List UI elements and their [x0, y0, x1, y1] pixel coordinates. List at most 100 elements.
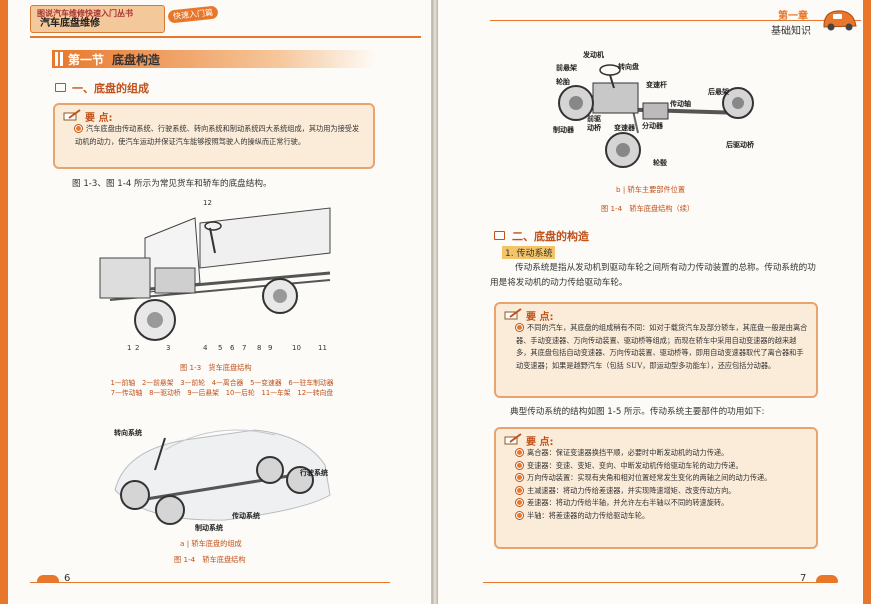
label-front-suspension: 前悬架 [556, 64, 577, 72]
truck-label-1: 1 [127, 344, 132, 352]
list-item: 差速器：将动力传给半轴，并允许左右半轴以不同的转速旋转。 [516, 497, 808, 510]
truck-label-8: 8 [257, 344, 262, 352]
book-title: 汽车底盘维修 [40, 18, 100, 29]
chapter-title: 第一章 [778, 11, 808, 22]
series-tag: 快速入门篇 [167, 5, 219, 24]
note-text: 不同的汽车，其底盘的组成稍有不同：如对于载货汽车及部分轿车，其底盘一般是由离合器… [504, 322, 808, 372]
label-transmission: 变速器 [614, 124, 635, 132]
note-title: 要 点: [504, 308, 808, 323]
cartoon-car-icon [823, 10, 857, 31]
label-steering-wheel: 转向盘 [618, 63, 639, 71]
bullet-icon [516, 324, 523, 331]
heading-icon [494, 231, 505, 240]
intro-paragraph: 图 1-3、图 1-4 所示为常见货车和轿车的底盘结构。 [72, 179, 272, 189]
car-chassis-illustration [114, 429, 331, 525]
right-page: 第一章 基础知识 发动机 前悬架 转向盘 轮胎 变速杆 传动轴 后悬架 制动器 … [438, 0, 871, 604]
label-shift-lever: 变速杆 [646, 81, 667, 89]
components-subcaption: b | 轿车主要部件位置 [616, 185, 686, 194]
truck-label-9: 9 [268, 344, 273, 352]
footer-rule [30, 582, 390, 583]
right-edge-stripe [863, 0, 871, 604]
truck-legend-line2: 7—传动轴 8—驱动桥 9—后悬架 10—后轮 11—车架 12—转向盘 [110, 389, 334, 397]
truck-label-4: 4 [203, 344, 208, 352]
header-rule [30, 36, 421, 38]
left-edge-stripe [0, 0, 8, 604]
list-item: 主减速器：将动力传给差速器，并实现降速增矩、改变传动方向。 [516, 485, 808, 498]
label-hub: 轮毂 [653, 159, 667, 167]
note-text-body: 汽车底盘由传动系统、行驶系统、转向系统和制动系统四大系统组成，其功用为接受发动机… [75, 124, 360, 146]
footer-rule [483, 582, 833, 583]
label-transfer-case: 分动器 [642, 122, 663, 130]
heading-composition: 一、底盘的组成 [72, 82, 149, 95]
label-front-drive-axle: 前驱动桥 [587, 115, 601, 132]
bullet-icon [516, 499, 523, 506]
list-item-text: 半轴：将差速器的动力传给驱动车轮。 [527, 510, 650, 520]
note-title-text: 要 点: [85, 113, 113, 124]
list-item: 变速器：变速、变矩、变向、中断发动机传给驱动车轮的动力传递。 [516, 460, 808, 473]
bullet-icon [516, 449, 523, 456]
truck-label-3: 3 [166, 344, 171, 352]
list-item-text: 万向传动装置：实现有夹角和相对位置经常发生变化的两轴之间的动力传递。 [527, 473, 772, 482]
bullet-icon [516, 486, 523, 494]
note-list: 离合器：保证变速器换挡平顺，必要时中断发动机的动力传递。 变速器：变速、变矩、变… [504, 447, 808, 522]
footer-car-icon [37, 575, 59, 583]
truck-chassis-illustration [85, 198, 355, 348]
truck-label-10: 10 [292, 344, 301, 352]
label-rear-drive-axle: 后驱动桥 [726, 141, 754, 149]
truck-label-7: 7 [242, 344, 247, 352]
note-title: 要 点: [504, 433, 808, 448]
car-subcaption: a | 轿车底盘的组成 [180, 539, 242, 548]
note-title-text: 要 点: [526, 437, 554, 448]
list-item-text: 主减速器：将动力传给差速器，并实现降速增矩、改变传动方向。 [527, 485, 736, 495]
truck-legend-line1: 1—前轴 2—前悬架 3—前轮 4—离合器 5—变速器 6—驻车制动器 [110, 379, 334, 387]
book-gutter [432, 0, 438, 604]
car-caption: 图 1-4 轿车底盘结构 [174, 555, 246, 564]
series-name: 图说汽车维修快速入门丛书 [37, 9, 133, 18]
car-components-illustration [558, 64, 754, 168]
pen-note-icon [504, 308, 522, 320]
subheading-transmission: 1. 传动系统 [502, 246, 556, 259]
components-caption: 图 1-4 轿车底盘结构（续） [601, 204, 695, 213]
list-item: 半轴：将差速器的动力传给驱动车轮。 [516, 510, 808, 523]
label-braking-system: 制动系统 [195, 524, 223, 532]
left-page: 图说汽车维修快速入门丛书 汽车底盘维修 快速入门篇 第一节 底盘构造 一、底盘的… [0, 0, 432, 604]
page-number-right: 7 [800, 573, 807, 584]
section-mark [55, 52, 58, 66]
bullet-icon [75, 125, 82, 132]
label-wheel: 轮胎 [556, 78, 570, 86]
page-number-left: 6 [64, 573, 71, 584]
section-bar [52, 50, 376, 68]
transmission-paragraph: 传动系统是指从发动机到驱动车轮之间所有动力传动装置的总称。传动系统的功用是将发动… [490, 263, 816, 288]
note-box-2: 要 点: 离合器：保证变速器换挡平顺，必要时中断发动机的动力传递。 变速器：变速… [494, 427, 818, 549]
label-brake: 制动器 [553, 126, 574, 134]
series-banner: 图说汽车维修快速入门丛书 [30, 5, 165, 33]
components-intro-paragraph: 典型传动系统的结构如图 1-5 所示。传动系统主要部件的功用如下: [510, 407, 765, 417]
heading-structure: 二、底盘的构造 [512, 230, 589, 243]
truck-label-5: 5 [218, 344, 223, 352]
note-title: 要 点: [63, 109, 365, 124]
bullet-icon [516, 461, 523, 469]
note-box: 要 点: 汽车底盘由传动系统、行驶系统、转向系统和制动系统四大系统组成，其功用为… [53, 103, 375, 169]
list-item: 离合器：保证变速器换挡平顺，必要时中断发动机的动力传递。 [516, 447, 808, 460]
pen-note-icon [504, 433, 522, 445]
note-box-1: 要 点: 不同的汽车，其底盘的组成稍有不同：如对于载货汽车及部分轿车，其底盘一般… [494, 302, 818, 398]
note-text: 汽车底盘由传动系统、行驶系统、转向系统和制动系统四大系统组成，其功用为接受发动机… [63, 123, 365, 148]
pen-note-icon [63, 109, 81, 121]
list-item-text: 离合器：保证变速器换挡平顺，必要时中断发动机的动力传递。 [527, 448, 729, 457]
label-steering-system: 转向系统 [114, 429, 142, 437]
label-driving-system: 行驶系统 [300, 469, 328, 477]
truck-label-6: 6 [230, 344, 235, 352]
chapter-subtitle: 基础知识 [771, 26, 811, 37]
truck-label-2: 2 [135, 344, 140, 352]
list-item: 万向传动装置：实现有夹角和相对位置经常发生变化的两轴之间的动力传递。 [516, 472, 808, 485]
header-rule [490, 20, 861, 21]
truck-label-11: 11 [318, 344, 327, 352]
footer-car-icon [816, 575, 838, 583]
heading-icon [55, 83, 66, 92]
note-text-body: 不同的汽车，其底盘的组成稍有不同：如对于载货汽车及部分轿车，其底盘一般是由离合器… [516, 323, 808, 370]
label-drive-shaft: 传动轴 [670, 100, 691, 108]
list-item-text: 差速器：将动力传给半轴，并允许左右半轴以不同的转速旋转。 [527, 498, 729, 507]
bullet-icon [516, 474, 523, 481]
section-name: 底盘构造 [112, 53, 161, 67]
bullet-icon [516, 511, 523, 519]
